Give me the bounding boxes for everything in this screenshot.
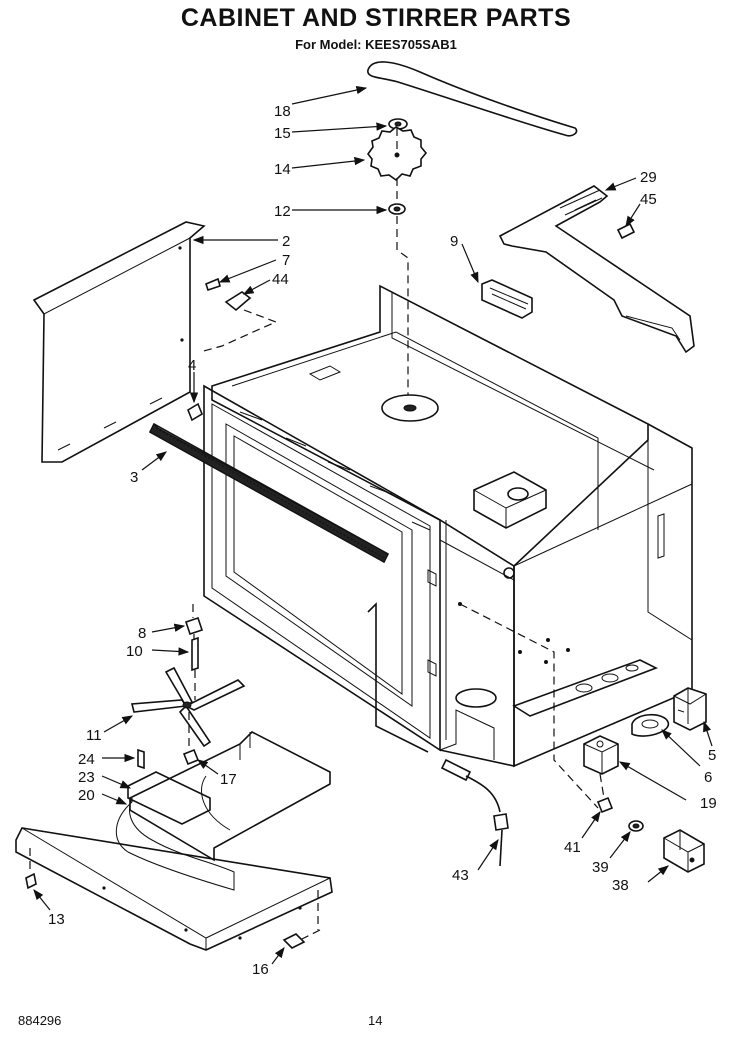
page-title: CABINET AND STIRRER PARTS (180, 4, 572, 32)
callout-11: 11 (86, 727, 102, 744)
stirrer-nut-12 (388, 203, 406, 215)
stirrer-blade-11 (130, 666, 246, 748)
shaft-bearing-8 (184, 616, 204, 636)
callout-4: 4 (188, 357, 196, 374)
callout-20: 20 (78, 787, 95, 804)
callout-8: 8 (138, 625, 146, 642)
washer-39 (628, 820, 644, 832)
callout-45: 45 (640, 191, 657, 208)
stirrer-bracket-23 (127, 771, 211, 825)
callout-38: 38 (612, 877, 629, 894)
callout-29: 29 (640, 169, 657, 186)
callout-44: 44 (272, 271, 289, 288)
screw-45 (616, 222, 636, 240)
callout-3: 3 (130, 469, 138, 486)
screw-13 (25, 872, 37, 890)
callout-numbers: 18 15 14 12 29 45 2 7 44 9 4 3 8 10 11 2… (48, 103, 717, 978)
callout-9: 9 (450, 233, 458, 250)
connector-block-9 (481, 279, 533, 319)
callout-6: 6 (704, 769, 712, 786)
oven-cabinet (203, 284, 693, 768)
bottom-plate (15, 827, 333, 951)
callout-43: 43 (452, 867, 469, 884)
switch-19 (583, 735, 619, 775)
thermal-cutout-6 (631, 713, 669, 737)
callout-39: 39 (592, 859, 609, 876)
stirrer-blade-pulley-14 (366, 126, 428, 182)
document-number: 884296 (18, 1013, 62, 1028)
stirrer-cover-20 (115, 731, 331, 891)
callout-18: 18 (274, 103, 291, 120)
callout-24: 24 (78, 751, 95, 768)
relay-5 (673, 687, 707, 731)
nut-17 (182, 748, 200, 766)
page-number: 14 (368, 1013, 383, 1028)
callout-10: 10 (126, 643, 143, 660)
callout-7: 7 (282, 252, 290, 269)
callout-15: 15 (274, 125, 291, 142)
stirrer-shaft-10 (191, 636, 199, 672)
callout-23: 23 (78, 769, 95, 786)
leader-lines (33, 85, 713, 965)
callout-17: 17 (220, 771, 237, 788)
screw-7 (205, 277, 221, 292)
callout-12: 12 (274, 203, 291, 220)
callout-14: 14 (274, 161, 291, 178)
callout-16: 16 (252, 961, 269, 978)
terminal-block-38 (663, 829, 705, 873)
clip-44 (224, 291, 252, 312)
callout-2: 2 (282, 233, 290, 250)
foot-16 (282, 933, 306, 949)
mounting-bracket-29 (498, 185, 695, 354)
callout-5: 5 (708, 747, 716, 764)
callout-41: 41 (564, 839, 581, 856)
callout-13: 13 (48, 911, 65, 928)
nut-41 (596, 796, 614, 814)
stirrer-belt (367, 61, 578, 137)
nut-4 (187, 402, 203, 422)
callout-19: 19 (700, 795, 717, 812)
screw-24 (137, 748, 145, 770)
model-subtitle: For Model: KEES705SAB1 (295, 37, 457, 52)
power-cord-43 (367, 602, 509, 867)
front-trim-strip-3 (148, 422, 390, 564)
side-panel-2 (32, 221, 206, 463)
